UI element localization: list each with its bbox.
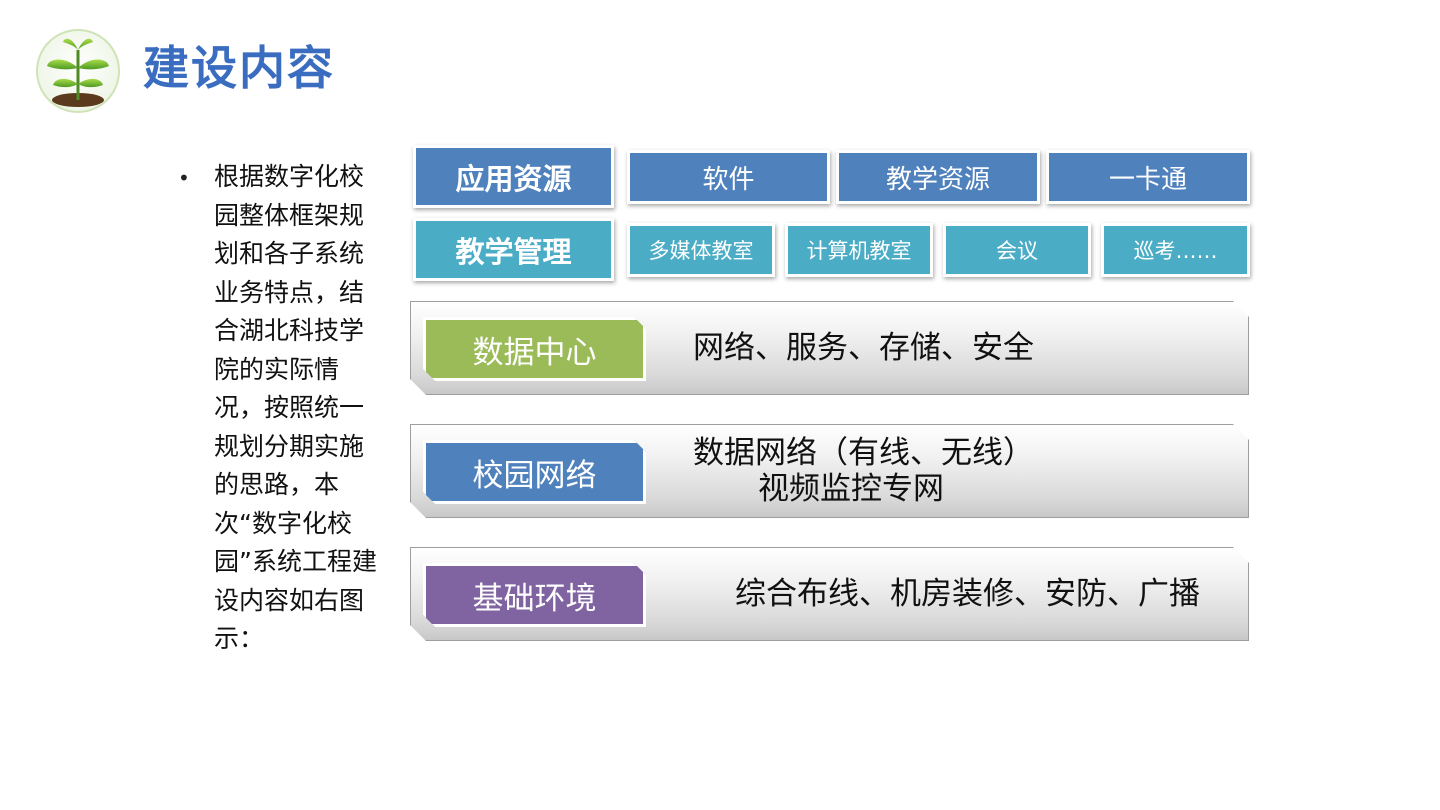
application-resources-label: 应用资源 (413, 145, 614, 208)
intro-paragraph: 根据数字化校园整体框架规划和各子系统业务特点，结合湖北科技学院的实际情况，按照统… (214, 162, 377, 653)
meeting-tile: 会议 (943, 223, 1091, 277)
campus-network-description-line2: 视频监控专网 (758, 471, 944, 507)
campus-card-tile: 一卡通 (1046, 150, 1250, 204)
page-title: 建设内容 (143, 41, 335, 95)
infrastructure-description: 综合布线、机房装修、安防、广播 (735, 576, 1200, 612)
bullet-dot-icon: • (178, 166, 190, 190)
infrastructure-label: 基础环境 (423, 563, 646, 627)
multimedia-classroom-tile: 多媒体教室 (627, 223, 775, 277)
teaching-resources-tile: 教学资源 (836, 150, 1040, 204)
campus-network-label: 校园网络 (423, 440, 646, 504)
computer-classroom-tile: 计算机教室 (785, 223, 933, 277)
data-center-label: 数据中心 (423, 317, 646, 381)
software-tile: 软件 (627, 150, 830, 204)
exam-patrol-tile: 巡考…… (1101, 223, 1250, 277)
seedling-logo-icon (35, 28, 121, 114)
campus-network-description-line1: 数据网络（有线、无线） (693, 435, 1034, 471)
teaching-management-label: 教学管理 (413, 218, 614, 281)
data-center-description: 网络、服务、存储、安全 (693, 330, 1034, 366)
